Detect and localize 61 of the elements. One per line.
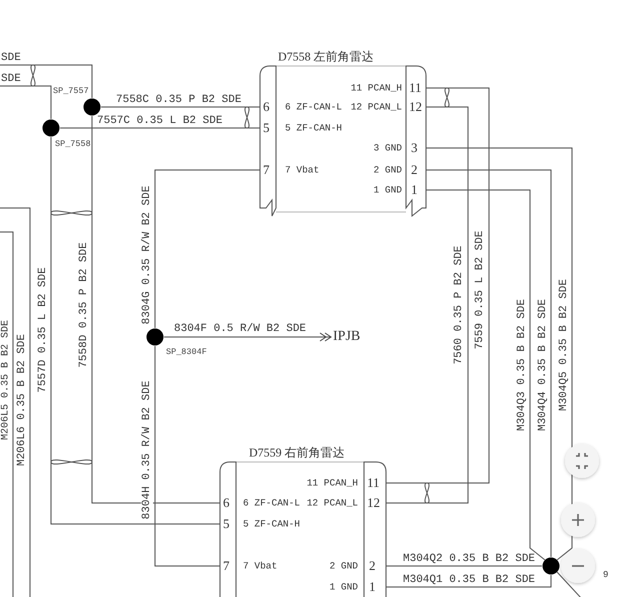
pin-number: 6 xyxy=(223,496,230,510)
wire xyxy=(386,106,468,504)
pin-number: 2 xyxy=(369,559,376,573)
connector-block xyxy=(258,48,428,218)
wire-label: M304Q3 0.35 B B2 SDE xyxy=(516,298,528,432)
pin-number: 6 xyxy=(263,100,270,114)
wire xyxy=(154,346,220,566)
pin-number: 11 xyxy=(367,476,380,490)
pin-label: 2 GND xyxy=(329,560,358,572)
pin-number: 11 xyxy=(409,81,422,95)
splice-dot xyxy=(146,328,164,346)
pin-number: 1 xyxy=(411,183,418,197)
pin-label: 1 GND xyxy=(373,184,402,196)
wire xyxy=(50,136,220,524)
wire-label: M304Q4 0.35 B B2 SDE xyxy=(537,298,549,432)
wire xyxy=(426,148,572,560)
pin-number: 1 xyxy=(369,580,376,594)
wire xyxy=(556,572,582,597)
pin-label: 12 PCAN_L xyxy=(306,498,358,508)
pin-label: 3 GND xyxy=(373,142,402,154)
wire-label: M304Q2 0.35 B B2 SDE xyxy=(402,553,536,565)
wire xyxy=(386,574,552,588)
pin-number: 3 xyxy=(411,141,418,155)
wire-label: M304Q1 0.35 B B2 SDE xyxy=(402,574,536,586)
pin-label: 2 GND xyxy=(373,164,402,176)
splice-label: SP_7557 xyxy=(53,86,89,97)
wire xyxy=(0,86,52,120)
pin-label: 6 ZF-CAN-L xyxy=(243,498,300,508)
pin-number: 2 xyxy=(411,163,418,177)
pin-label: 5 ZF-CAN-H xyxy=(285,122,342,134)
wire xyxy=(0,64,92,98)
pin-number: 7 xyxy=(223,559,230,573)
wire xyxy=(92,116,220,504)
wire-label: 9 xyxy=(602,570,610,580)
pin-label: 11 PCAN_H xyxy=(350,82,402,94)
pin-label: 7 Vbat xyxy=(285,164,320,176)
pin-number: 7 xyxy=(263,163,270,177)
wire xyxy=(100,106,260,108)
splice-label: SP_7558 xyxy=(55,139,91,150)
connector-title: D7558 左前角雷达 xyxy=(278,48,374,66)
pin-label: 5 ZF-CAN-H xyxy=(243,518,300,530)
pin-number: 12 xyxy=(367,496,380,510)
pin-number: 12 xyxy=(409,100,422,114)
splice-dot xyxy=(542,557,560,575)
pin-label: 11 PCAN_H xyxy=(306,478,358,488)
wire xyxy=(386,88,490,484)
wire-label: M304Q5 0.35 B B2 SDE xyxy=(558,278,570,412)
pin-number: 5 xyxy=(223,517,230,531)
wire-label: 8304H 0.35 R/W B2 SDE xyxy=(141,380,153,520)
connector-title: D7559 右前角雷达 xyxy=(249,444,345,462)
splice-dot xyxy=(83,98,101,116)
splice-label: SP_8304F xyxy=(166,347,207,358)
pin-label: 6 ZF-CAN-L xyxy=(285,102,342,112)
wire xyxy=(154,170,260,328)
connector-block xyxy=(218,446,388,597)
pin-label: 7 Vbat xyxy=(243,560,278,572)
terminal-label: IPJB xyxy=(333,329,360,345)
splice-dot xyxy=(42,119,60,137)
pin-label: 1 GND xyxy=(329,582,358,592)
pin-label: 12 PCAN_L xyxy=(350,102,402,112)
pin-number: 5 xyxy=(263,121,270,135)
